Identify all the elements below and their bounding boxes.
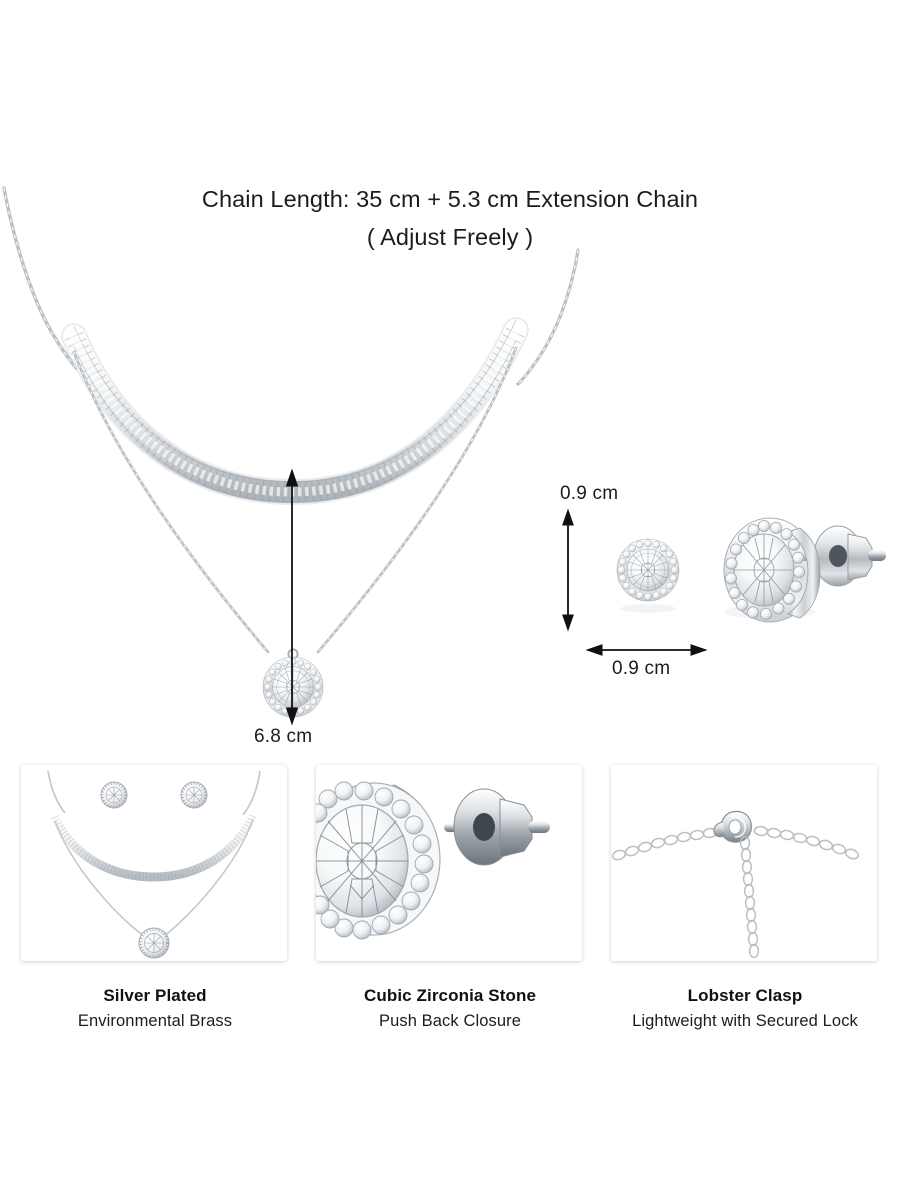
feature-caption: Lobster Clasp Lightweight with Secured L… bbox=[611, 985, 879, 1032]
necklace-left-chain bbox=[2, 186, 78, 370]
stud-earring-closeup-thumbnail bbox=[316, 765, 582, 961]
jewelry-set-thumbnail bbox=[21, 765, 287, 961]
feature-card-silver-plated: Silver Plated Environmental Brass bbox=[21, 765, 289, 1032]
feature-title: Silver Plated bbox=[103, 986, 207, 1005]
chain-length-title: Chain Length: 35 cm + 5.3 cm Extension C… bbox=[201, 186, 699, 212]
halo-pendant bbox=[262, 656, 324, 718]
pendant-drop-label: 6.8 cm bbox=[254, 726, 313, 747]
earring-width-label: 0.9 cm bbox=[612, 658, 671, 679]
feature-panels: Silver Plated Environmental Brass bbox=[0, 765, 900, 1065]
necklace-and-earrings-graphic bbox=[2, 186, 886, 726]
feature-subtitle: Environmental Brass bbox=[77, 1012, 233, 1030]
feature-card-lobster-clasp: Lobster Clasp Lightweight with Secured L… bbox=[611, 765, 879, 1032]
lobster-clasp-icon bbox=[713, 810, 752, 843]
lobster-clasp-illustration bbox=[611, 810, 860, 959]
earring-front-view bbox=[616, 538, 680, 613]
pendant-drop-arrow bbox=[285, 468, 299, 726]
hero-product-illustration: 6.8 cm 0.9 cm 0.9 cm bbox=[2, 186, 886, 747]
earring-height-arrow bbox=[562, 508, 574, 632]
feature-title: Lobster Clasp bbox=[687, 986, 803, 1005]
feature-subtitle: Lightweight with Secured Lock bbox=[632, 1012, 858, 1030]
feature-card-cubic-zirconia: Cubic Zirconia Stone Push Back Closure bbox=[316, 765, 584, 1032]
stud-earring-closeup-illustration bbox=[316, 781, 550, 940]
feature-caption: Silver Plated Environmental Brass bbox=[21, 985, 289, 1032]
earring-width-arrow bbox=[585, 644, 708, 656]
feature-title: Cubic Zirconia Stone bbox=[363, 986, 537, 1005]
dimension-arrows bbox=[285, 468, 708, 726]
pendant-chain bbox=[72, 346, 518, 660]
lobster-clasp-extension-thumbnail bbox=[611, 765, 877, 961]
earring-angled-view-with-post bbox=[723, 517, 886, 623]
header-block: Chain Length: 35 cm + 5.3 cm Extension C… bbox=[0, 182, 900, 254]
earring-height-label: 0.9 cm bbox=[560, 483, 619, 504]
jewelry-set-illustration bbox=[47, 770, 261, 959]
feature-subtitle: Push Back Closure bbox=[378, 1012, 521, 1030]
necklace-right-chain bbox=[516, 248, 580, 386]
feature-caption: Cubic Zirconia Stone Push Back Closure bbox=[316, 985, 584, 1032]
adjust-freely-subtitle: ( Adjust Freely ) bbox=[366, 224, 534, 250]
